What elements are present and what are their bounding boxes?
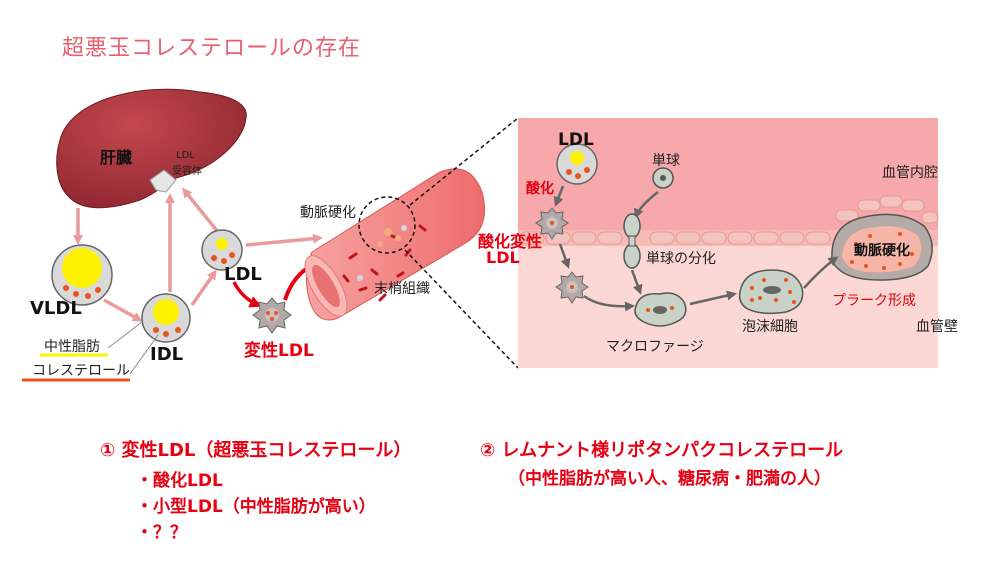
note-2-sub: （中性脂肪が高い人、糖尿病・肥満の人） — [508, 469, 831, 489]
note-1-item: ・？？ — [136, 523, 187, 543]
vldl-label: VLDL — [30, 298, 82, 319]
legend-tg-label: 中性脂肪 — [44, 339, 100, 355]
ldl-label: LDL — [224, 264, 262, 285]
arrow-ldl-modified — [232, 281, 262, 308]
peripheral-tissue-label: 末梢組織 — [374, 281, 430, 297]
idl-particle — [141, 293, 191, 343]
ldl-receptor-icon — [149, 169, 177, 193]
plaque-label: プラーク形成 — [832, 293, 916, 309]
modified-ldl-particle — [252, 297, 292, 334]
monocyte-differentiation — [623, 213, 641, 269]
atherosclerosis-label: 動脈硬化 — [300, 205, 356, 221]
arrow-vldl-idl — [103, 298, 143, 322]
oxidized-ldl-label-2: LDL — [486, 248, 520, 267]
note-1-item: ・小型LDL（中性脂肪が高い） — [136, 497, 376, 517]
modified-ldl-label: 変性LDL — [244, 341, 314, 361]
ldl-particle — [201, 229, 243, 271]
note-1-item: ・酸化LDL — [136, 471, 223, 491]
ldl-receptor-label-2: 受容体 — [172, 166, 202, 177]
note-1-heading: ① 変性LDL（超悪玉コレステロール） — [100, 440, 412, 461]
inset-ldl-label: LDL — [558, 130, 594, 150]
arrow-ldl-liver — [182, 187, 220, 234]
inset-atherosclerosis-label: 動脈硬化 — [854, 243, 910, 259]
macrophage-label: マクロファージ — [606, 339, 704, 355]
zoom-line-top — [409, 117, 519, 206]
legend-chol-label: コレステロール — [32, 363, 130, 379]
arrow-idl-ldl — [190, 269, 217, 307]
monocyte-diff-label: 単球の分化 — [646, 251, 716, 267]
page-title: 超悪玉コレステロールの存在 — [62, 36, 362, 61]
ldl-receptor-label-1: LDL — [176, 150, 195, 161]
lumen-label: 血管内腔 — [882, 165, 938, 181]
zoom-circle — [358, 196, 416, 254]
oxidized-ldl-label-1: 酸化変性 — [478, 232, 543, 251]
arrow-ldl-vessel — [245, 233, 323, 247]
foam-cell-label: 泡沫細胞 — [742, 319, 798, 335]
note-2-heading: ② レムナント様リポタンパクコレステロール — [480, 440, 844, 461]
blood-vessel — [304, 168, 486, 321]
liver — [56, 88, 247, 209]
vldl-particle — [51, 244, 113, 306]
zoom-line-bottom — [404, 249, 519, 369]
leader-tg — [107, 321, 143, 349]
vessel-wall-label: 血管壁 — [916, 319, 958, 335]
inset-panel — [518, 118, 939, 368]
liver-label: 肝臓 — [100, 148, 133, 167]
oxidation-label: 酸化 — [526, 181, 554, 197]
leader-chol — [129, 334, 159, 375]
idl-label: IDL — [150, 344, 184, 365]
monocyte-label: 単球 — [652, 153, 680, 169]
